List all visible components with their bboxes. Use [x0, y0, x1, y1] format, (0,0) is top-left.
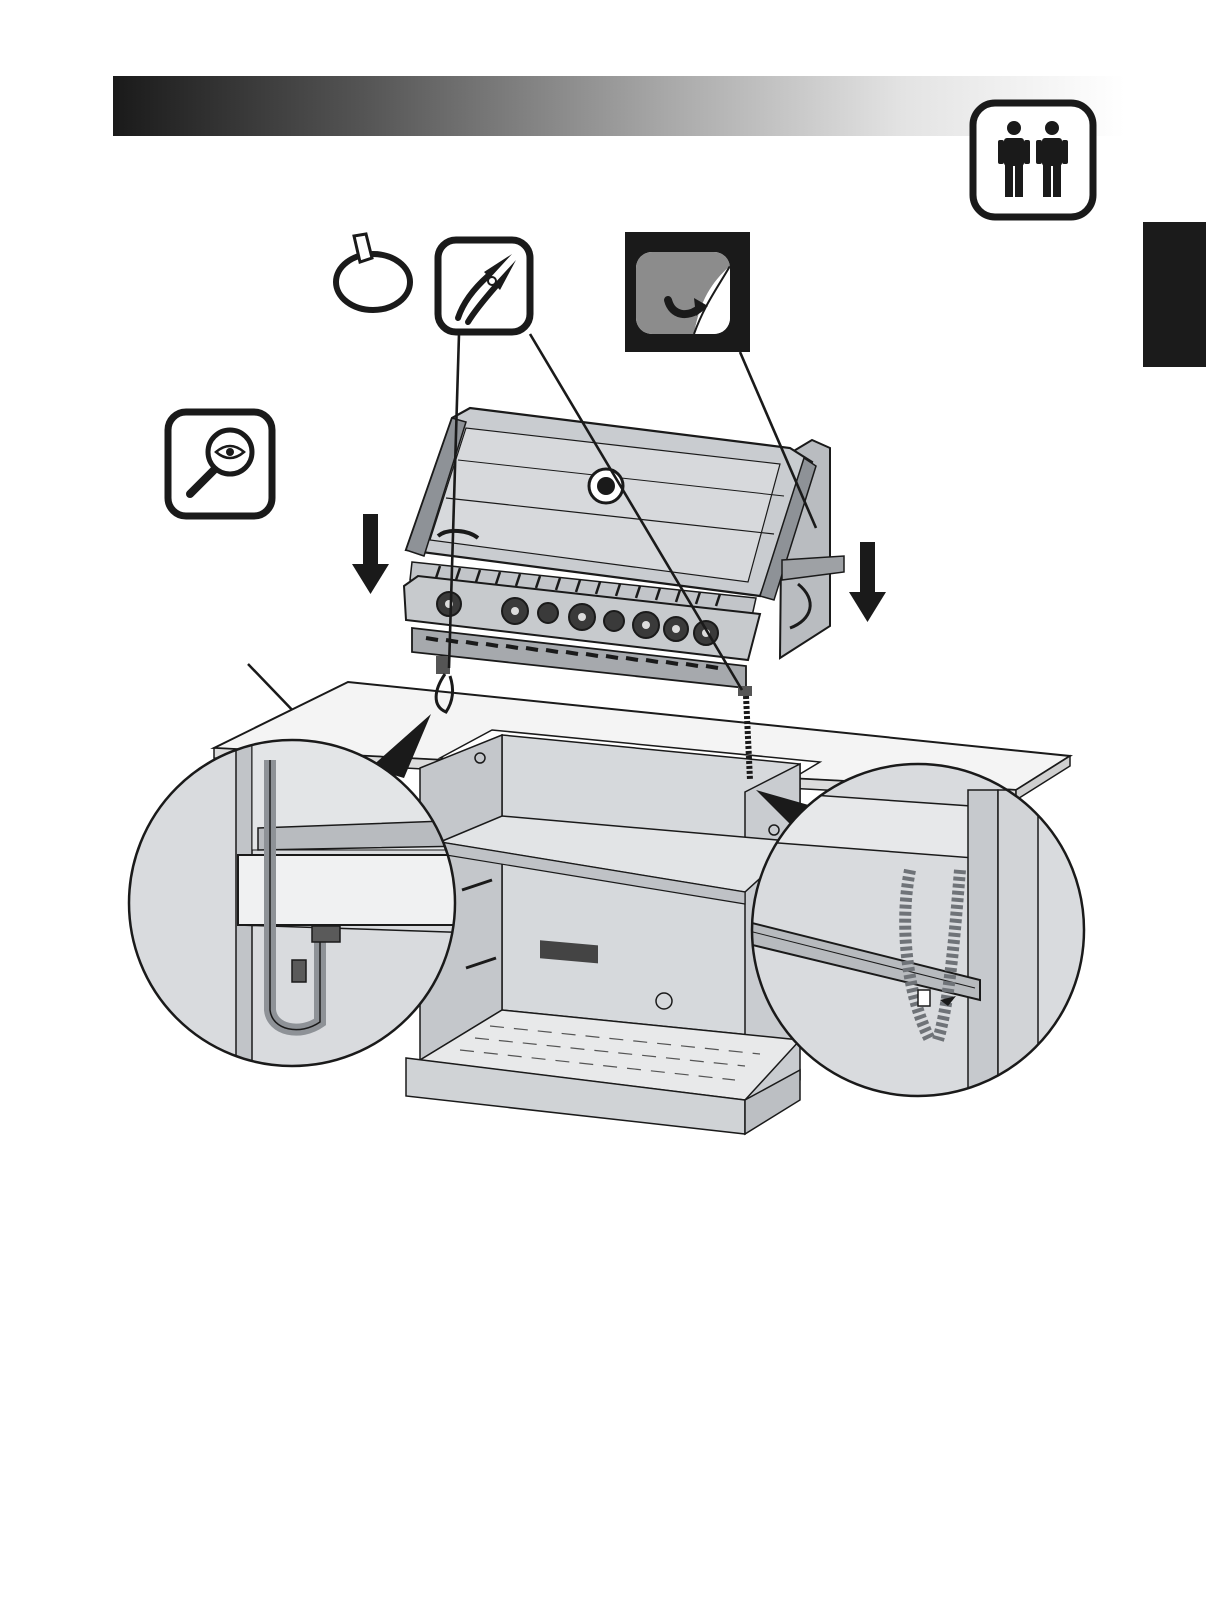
- peel-protective-film-icon: [625, 232, 750, 352]
- two-person-icon: [973, 103, 1093, 217]
- magnifier-eye-icon: [168, 412, 272, 516]
- cable-tie-icon: [336, 234, 410, 310]
- side-cutters-icon: [438, 240, 530, 332]
- down-arrow-right: [849, 542, 886, 622]
- down-arrow-left: [352, 514, 389, 594]
- countertop-pointer-line: [248, 664, 298, 716]
